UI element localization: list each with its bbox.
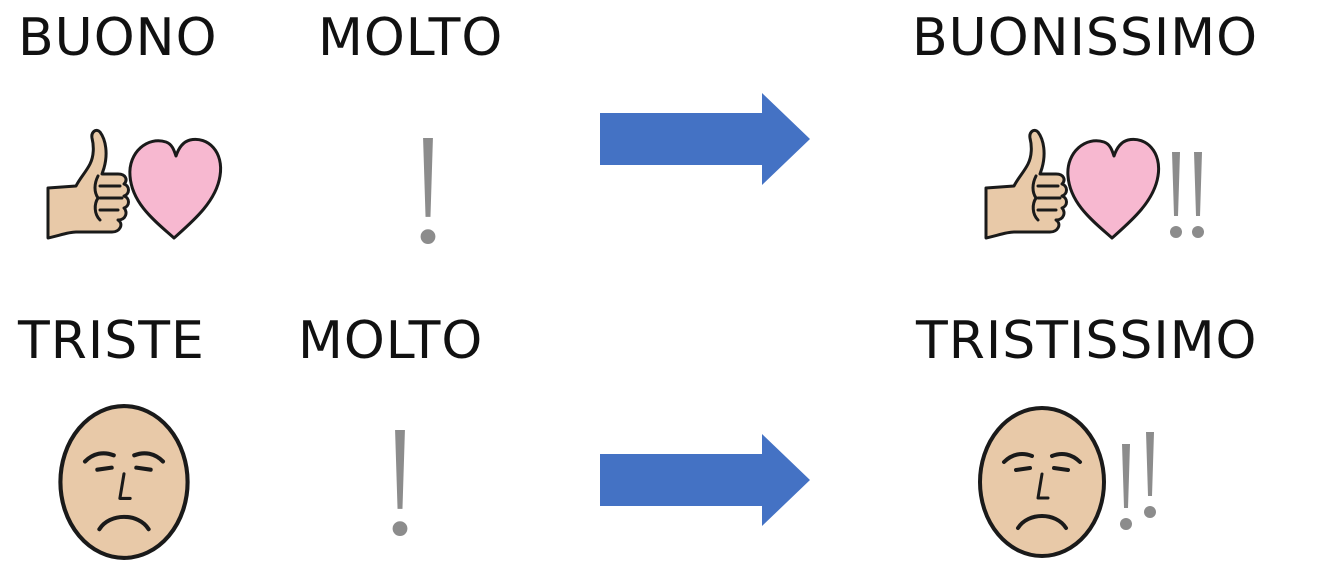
exclamation-icon <box>392 430 408 536</box>
result-word-buonissimo: BUONISSIMO <box>912 8 1259 68</box>
arrow-icon <box>600 93 810 185</box>
thumbs-up-heart-double-exclamation-icon <box>984 128 1204 240</box>
sad-face-double-exclamation-icon <box>978 406 1156 558</box>
base-word-triste: TRISTE <box>18 311 205 371</box>
arrow-icon <box>600 434 810 526</box>
exclamation-icon <box>420 138 436 244</box>
base-word-buono: BUONO <box>18 8 218 68</box>
thumbs-up-heart-icon <box>46 128 223 240</box>
modifier-word-molto: MOLTO <box>298 311 484 371</box>
sad-face-icon <box>56 402 192 562</box>
modifier-word-molto: MOLTO <box>318 8 504 68</box>
result-word-tristissimo: TRISTISSIMO <box>916 311 1258 371</box>
